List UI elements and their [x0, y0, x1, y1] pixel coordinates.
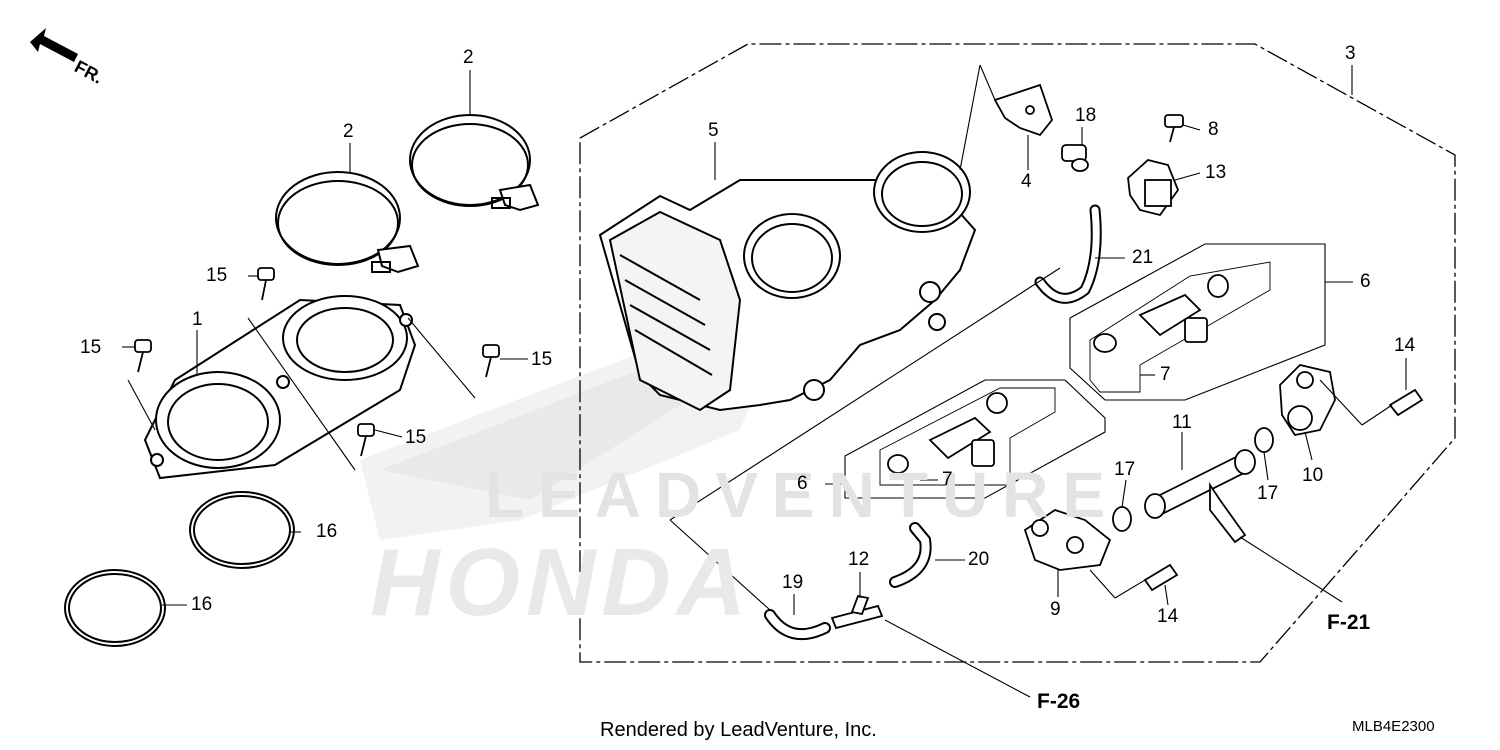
- callout-label: 7: [942, 469, 953, 490]
- callout-label: 12: [848, 549, 870, 570]
- joint-part-10: [1279, 364, 1336, 437]
- screw-part-8: [1164, 114, 1184, 143]
- callout-label: 17: [1257, 483, 1279, 504]
- injector-part-6-upper: [1093, 274, 1229, 353]
- callout-label: 6: [797, 473, 808, 494]
- callout-label: 17: [1114, 459, 1136, 480]
- callout-label: 14: [1157, 606, 1179, 627]
- tee-joint-part-12: [830, 594, 884, 630]
- rendered-by-credit: Rendered by LeadVenture, Inc.: [600, 719, 877, 741]
- callout-label: 15: [206, 265, 228, 286]
- insulator-part-1: [143, 295, 417, 480]
- clamp-band-part-2-upper: [409, 114, 540, 212]
- bracket-part-4: [993, 83, 1054, 137]
- reference-f21: F-21: [1327, 611, 1371, 634]
- callout-label: 4: [1021, 171, 1032, 192]
- reference-f26: F-26: [1037, 690, 1081, 713]
- callout-label: 9: [1050, 599, 1061, 620]
- o-ring-part-16-upper: [189, 491, 295, 569]
- callout-label: 2: [343, 121, 354, 142]
- callout-label: 21: [1132, 247, 1154, 268]
- callout-label: 1: [192, 309, 203, 330]
- joint-part-9: [1023, 509, 1112, 571]
- bolt-part-14: [1143, 388, 1424, 592]
- callout-label: 5: [708, 120, 719, 141]
- injector-part-6-lower: [887, 392, 1008, 474]
- callout-label: 16: [316, 521, 338, 542]
- callout-label: 10: [1302, 465, 1324, 486]
- diagram-code: MLB4E2300: [1352, 718, 1435, 735]
- callout-label: 3: [1345, 43, 1356, 64]
- seal-box-upper: [1089, 261, 1271, 393]
- sensor-part-13: [1127, 159, 1180, 217]
- callout-label: 15: [405, 427, 427, 448]
- leader-lines: [122, 64, 1407, 698]
- o-ring-part-16-lower: [64, 569, 166, 647]
- throttle-body-part-5: [598, 151, 977, 412]
- callout-label: 2: [463, 47, 474, 68]
- callout-label: 20: [968, 549, 990, 570]
- seal-box-lower: [879, 387, 1056, 486]
- callout-label: 8: [1208, 119, 1219, 140]
- callout-label: 19: [782, 572, 804, 593]
- assembly-boundary: [579, 43, 1456, 663]
- fuel-rail-part-11: [1144, 449, 1256, 544]
- callout-label: 6: [1360, 271, 1371, 292]
- callout-label: 16: [191, 594, 213, 615]
- callout-label: 15: [531, 349, 553, 370]
- clamp-band-part-2-lower: [275, 171, 420, 274]
- front-direction-arrow-icon: [30, 28, 78, 62]
- callout-label: 7: [1160, 364, 1171, 385]
- bolt-part-15: [134, 267, 500, 457]
- callout-label: 15: [80, 337, 102, 358]
- watermark-text: LEADVENTURE: [485, 459, 1120, 531]
- callout-label: 14: [1394, 335, 1416, 356]
- injector-box-upper: [1069, 243, 1326, 401]
- callout-label: 18: [1075, 105, 1097, 126]
- injector-box-lower: [844, 379, 1106, 499]
- callout-label: 11: [1172, 412, 1192, 433]
- bolt-part-18: [1061, 144, 1089, 172]
- callout-label: 13: [1205, 162, 1227, 183]
- brand-watermark: HONDA: [370, 529, 752, 636]
